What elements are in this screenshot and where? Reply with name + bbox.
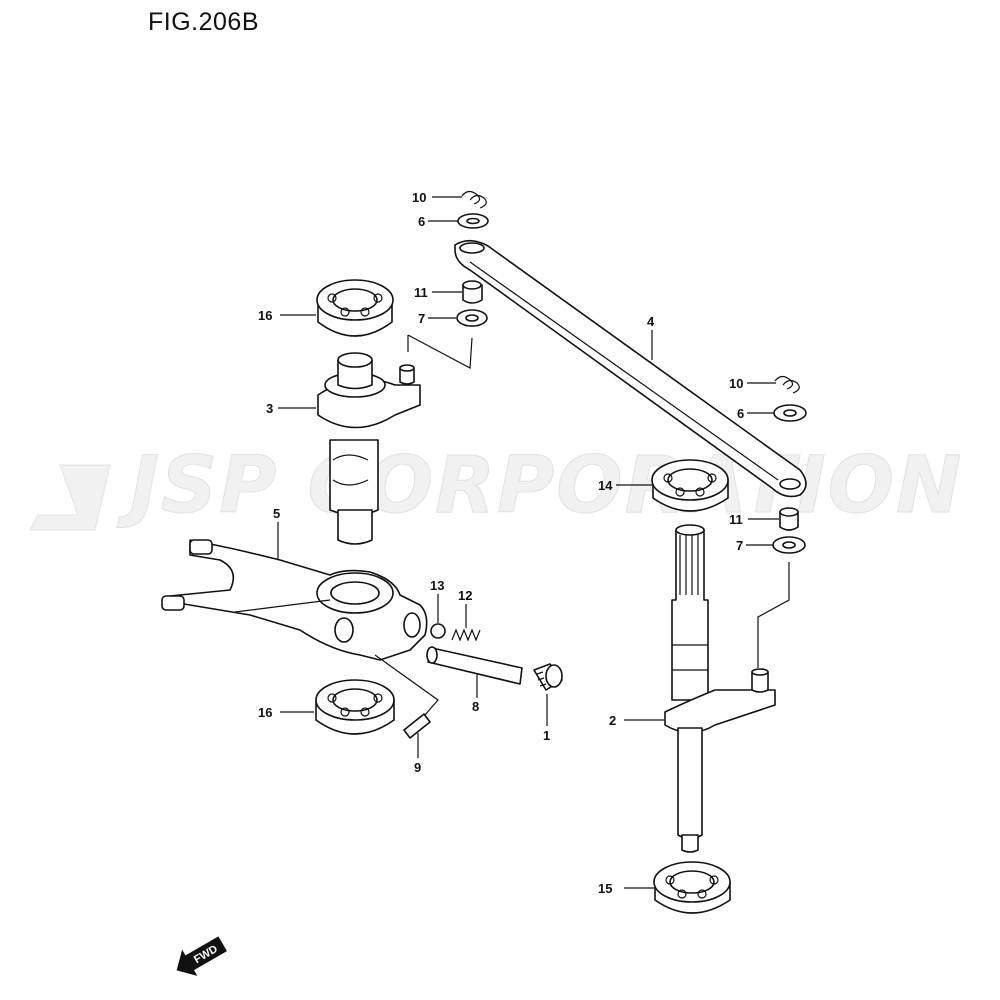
part-11-bushing-lower[interactable] xyxy=(779,507,799,531)
callout-9[interactable]: 9 xyxy=(414,760,421,775)
callout-1[interactable]: 1 xyxy=(543,728,550,743)
part-9-pin[interactable] xyxy=(403,713,431,739)
watermark: JSP CORPORATION xyxy=(29,441,963,532)
callout-6-upper[interactable]: 6 xyxy=(418,214,425,229)
part-1-plug-bolt[interactable] xyxy=(533,663,563,691)
part-16-bearing-lower[interactable] xyxy=(315,679,395,735)
part-13-ball[interactable] xyxy=(430,623,446,639)
callout-10-lower[interactable]: 10 xyxy=(729,376,743,391)
part-10-clip-upper[interactable] xyxy=(461,190,487,209)
callout-4[interactable]: 4 xyxy=(647,314,655,329)
callout-11-upper[interactable]: 11 xyxy=(414,285,428,300)
part-4-lever-arm[interactable] xyxy=(454,239,807,498)
callout-3[interactable]: 3 xyxy=(266,401,273,416)
part-7-washer-upper[interactable] xyxy=(456,309,488,327)
part-2-shift-shaft[interactable] xyxy=(664,524,776,853)
part-6-washer-lower[interactable] xyxy=(773,404,807,422)
callout-11-lower[interactable]: 11 xyxy=(729,512,743,527)
assembly-line-right xyxy=(757,562,790,668)
callout-2[interactable]: 2 xyxy=(609,713,616,728)
part-15-bearing[interactable] xyxy=(653,861,731,914)
figure-title: FIG.206B xyxy=(148,8,259,36)
part-11-bushing-upper[interactable] xyxy=(462,280,483,304)
part-12-spring[interactable] xyxy=(451,628,481,642)
callout-13[interactable]: 13 xyxy=(430,578,444,593)
callout-16-upper[interactable]: 16 xyxy=(258,308,272,323)
callout-7-lower[interactable]: 7 xyxy=(736,538,743,553)
part-16-bearing-upper[interactable] xyxy=(316,279,394,337)
leader-lines xyxy=(277,196,779,889)
callout-15[interactable]: 15 xyxy=(598,881,612,896)
callout-6-lower[interactable]: 6 xyxy=(737,406,744,421)
part-10-clip-lower[interactable] xyxy=(774,375,800,394)
part-14-bearing[interactable] xyxy=(651,459,729,512)
callout-7-upper[interactable]: 7 xyxy=(418,311,425,326)
assembly-line-upper xyxy=(407,334,473,369)
callout-12[interactable]: 12 xyxy=(458,588,472,603)
callout-8[interactable]: 8 xyxy=(472,699,479,714)
callout-5[interactable]: 5 xyxy=(273,506,280,521)
assembly-line-fork xyxy=(374,654,439,716)
part-6-washer-upper[interactable] xyxy=(457,213,489,229)
watermark-text: JSP CORPORATION xyxy=(117,441,963,531)
callout-labels: 10 6 16 11 7 4 10 6 3 14 11 7 5 13 12 16… xyxy=(258,190,744,896)
part-7-washer-lower[interactable] xyxy=(772,536,806,554)
callout-10-upper[interactable]: 10 xyxy=(412,190,426,205)
fwd-arrow-badge: FWD xyxy=(176,936,227,976)
part-3-shift-cam[interactable] xyxy=(317,352,421,545)
callout-16-lower[interactable]: 16 xyxy=(258,705,272,720)
callout-14[interactable]: 14 xyxy=(598,478,613,493)
part-8-rod[interactable] xyxy=(426,646,523,685)
part-5-shift-fork[interactable] xyxy=(161,539,428,661)
